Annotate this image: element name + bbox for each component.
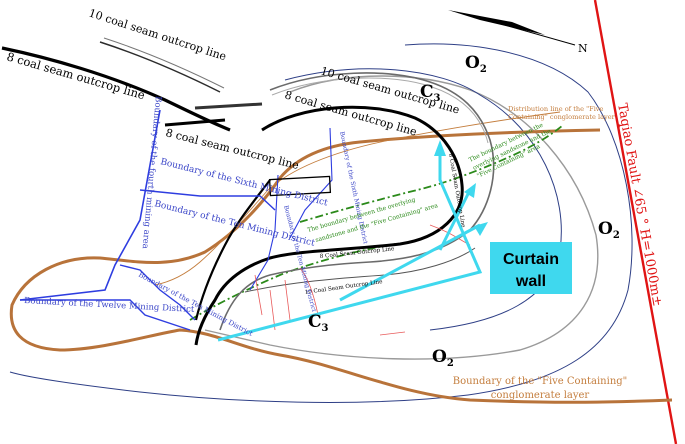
seam10-right-outcrop-inner: [271, 77, 489, 144]
c3-boundary: [204, 75, 599, 360]
overlying-sandstone-boundary-lower: [189, 243, 396, 321]
taqiao-fault-line: [593, 0, 678, 444]
distribution-line-label: Distribution line of the "Five: [508, 105, 604, 113]
curtain-wall-lines: [217, 145, 483, 342]
five-containing-boundary: [9, 128, 673, 404]
sixth-mining-district-boundary: [139, 189, 276, 211]
minor-red-lines: [254, 224, 471, 336]
seam8-dash-1: [194, 102, 263, 110]
curtain-wall-label-1: Curtain: [503, 251, 559, 268]
mine-box: [268, 175, 332, 197]
small-district-boundary-b: [249, 174, 279, 291]
curtain-wall-label-2: wall: [515, 273, 546, 290]
c3-label-bottom: C3: [308, 312, 329, 334]
north-arrow-icon: [448, 10, 576, 46]
curtain-wall-arrowhead-2: [464, 183, 476, 198]
seam8-dash-2: [164, 118, 226, 127]
o2-boundary-inner: [284, 68, 562, 331]
twelve-mining-district-boundary: [20, 299, 191, 331]
five-containing-boundary-label-2: conglomerate layer: [491, 390, 590, 401]
fourth-mining-area-boundary: [19, 109, 161, 301]
small-district-boundary-a: [289, 127, 333, 239]
distribution-line-label-2: Containing" conglomerate layer: [508, 113, 616, 121]
seam8-left-outcrop: [194, 179, 271, 321]
c3-label-top: C3: [420, 82, 441, 104]
curtain-wall-box: [490, 242, 572, 294]
o2-label-right: O2: [598, 219, 620, 241]
overlying-sandstone-boundary-middle: [299, 125, 563, 223]
distribution-line: [154, 111, 561, 286]
seam8-right-outcrop: [194, 105, 464, 346]
o2-label-top: O2: [465, 53, 487, 75]
tenth-mining-district-boundary: [119, 264, 196, 321]
five-containing-boundary-label: Boundary of the "Five Containing": [453, 376, 628, 387]
seam10-top-outcrop: [99, 41, 221, 93]
o2-label-bottom: O2: [432, 347, 454, 369]
north-label: N: [578, 42, 588, 55]
curtain-wall-arrowhead-3: [474, 222, 488, 236]
o2-boundary-outer: [9, 43, 633, 403]
seam8-top-outcrop: [1, 46, 231, 132]
curtain-wall-arrowhead-1: [434, 140, 446, 156]
seam10-top-outcrop-double: [103, 37, 225, 89]
